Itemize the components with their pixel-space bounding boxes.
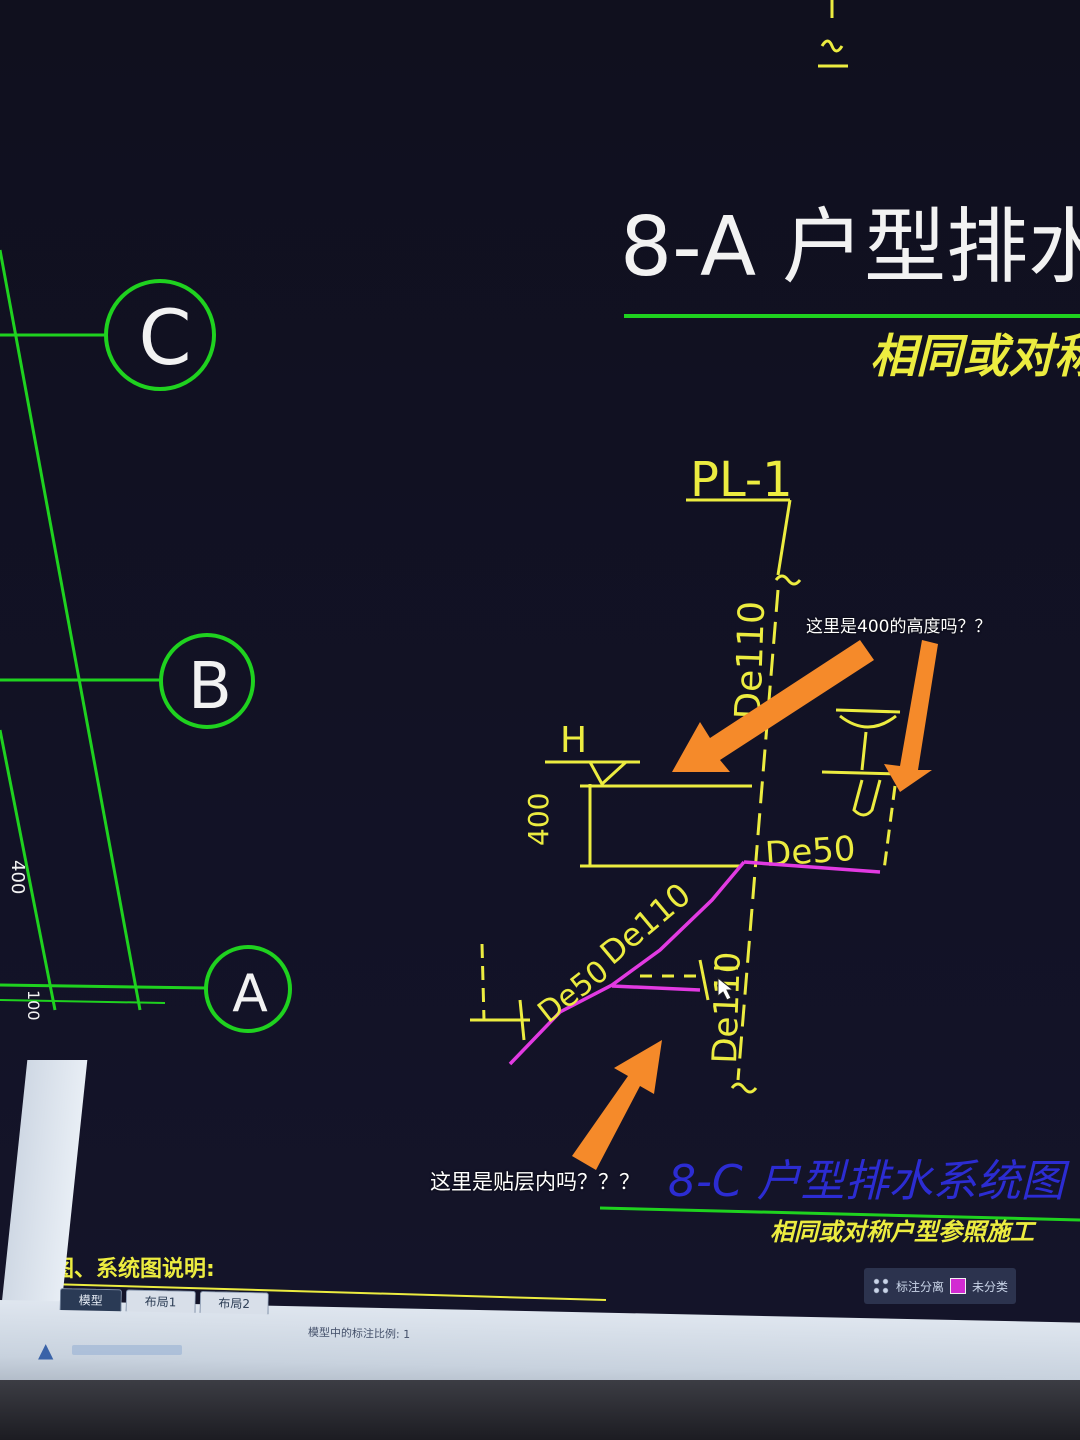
- level-mark-h: H: [560, 720, 587, 761]
- status-chip-bar: 标注分离 未分类: [864, 1268, 1017, 1304]
- main-riser-pipe: [736, 589, 780, 1081]
- title-8c-underline: [599, 1206, 1080, 1222]
- axis-label-c: C: [138, 293, 191, 382]
- annotation-scale-label[interactable]: 模型中的标注比例: 1: [307, 1325, 411, 1342]
- axis-line-a: [0, 983, 207, 990]
- arrow-to-fixture-trap: [884, 640, 938, 792]
- tab-layout1[interactable]: 布局1: [125, 1289, 196, 1313]
- arrow-to-400-level: [672, 640, 874, 772]
- left-dim-label: 400: [7, 860, 28, 894]
- axis-grid: [0, 249, 207, 1011]
- axis-line-vertical-1: [0, 249, 142, 1011]
- monitor-bezel: [0, 1380, 1080, 1440]
- axis-bubble-a[interactable]: A: [204, 945, 292, 1033]
- size-de110-diag: De110: [593, 875, 698, 972]
- tab-model[interactable]: 模型: [59, 1288, 123, 1312]
- layout-tabs: 模型 布局1 布局2: [59, 1288, 270, 1315]
- subtitle-8a: 相同或对称户型: [870, 329, 1080, 383]
- axis-bubble-b[interactable]: B: [159, 633, 255, 729]
- annotation-monitor-label: 标注分离: [896, 1279, 945, 1294]
- tab-layout2[interactable]: 布局2: [199, 1290, 270, 1315]
- layer-filter-chip[interactable]: 未分类: [950, 1278, 1008, 1295]
- axis-dim-line: [0, 999, 166, 1004]
- grid-dots-icon: [872, 1277, 890, 1295]
- title-8c: 8-C 户型排水系统图: [668, 1156, 1071, 1207]
- taskbar-app-title[interactable]: [72, 1345, 182, 1355]
- subtitle-8c: 相同或对称户型参照施工: [770, 1218, 1037, 1246]
- color-swatch-icon: [950, 1278, 967, 1294]
- size-de110-top: De110: [728, 600, 773, 720]
- bottom-dim-label: 100: [24, 990, 43, 1021]
- wash-basin-fixture[interactable]: [821, 708, 901, 871]
- axis-label-b: B: [188, 650, 232, 724]
- app-logo-icon[interactable]: ▲: [38, 1338, 54, 1362]
- title-8a: 8-A 户型排水系: [620, 200, 1080, 295]
- axis-line-vertical-2: [0, 729, 57, 1011]
- dim-400: 400: [522, 793, 555, 846]
- branch-pipes-magenta[interactable]: [508, 860, 881, 1066]
- mouse-cursor-icon: [717, 976, 735, 1001]
- annotation-monitor-chip[interactable]: 标注分离: [872, 1277, 944, 1295]
- system-note: 图、系统图说明:: [52, 1256, 215, 1282]
- size-de110-bottom: De110: [705, 951, 749, 1064]
- size-de50-left: De50: [531, 954, 615, 1031]
- axis-bubble-c[interactable]: C: [104, 279, 216, 391]
- arrow-to-branch: [572, 1040, 662, 1170]
- axis-label-a: A: [232, 964, 268, 1024]
- annotation-question-layer: 这里是贴层内吗？？？: [430, 1170, 640, 1194]
- layer-filter-label: 未分类: [972, 1279, 1009, 1294]
- annotation-arrows: [572, 640, 938, 1170]
- top-break-symbol: [818, 39, 848, 68]
- annotation-question-height: 这里是400的高度吗？？: [806, 617, 992, 637]
